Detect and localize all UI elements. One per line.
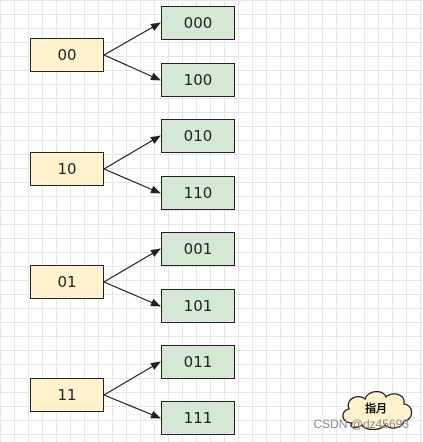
source-node-00: 00 xyxy=(30,38,104,72)
arrow-00-to-000 xyxy=(103,22,161,56)
source-node-10: 10 xyxy=(30,152,104,186)
target-node-101: 101 xyxy=(161,289,235,323)
source-node-11: 11 xyxy=(30,378,104,412)
cloud-icon xyxy=(342,390,413,431)
arrow-00-to-100 xyxy=(103,54,161,81)
target-node-010: 010 xyxy=(161,119,235,153)
target-node-110: 110 xyxy=(161,176,235,210)
arrow-10-to-010 xyxy=(103,135,161,170)
source-node-01: 01 xyxy=(30,265,104,299)
target-node-111: 111 xyxy=(161,401,235,435)
arrow-11-to-011 xyxy=(103,361,161,396)
target-node-100: 100 xyxy=(161,63,235,97)
watermark-text: CSDN @dz45693 xyxy=(313,417,409,431)
target-node-001: 001 xyxy=(161,232,235,266)
target-node-000: 000 xyxy=(161,6,235,40)
cloud-label: 指月 xyxy=(365,402,387,415)
arrow-11-to-111 xyxy=(103,394,161,419)
arrow-10-to-110 xyxy=(103,168,161,194)
target-node-011: 011 xyxy=(161,345,235,379)
arrow-01-to-001 xyxy=(103,248,161,283)
arrow-01-to-101 xyxy=(103,281,161,307)
cloud-shape: 指月 xyxy=(336,383,416,433)
